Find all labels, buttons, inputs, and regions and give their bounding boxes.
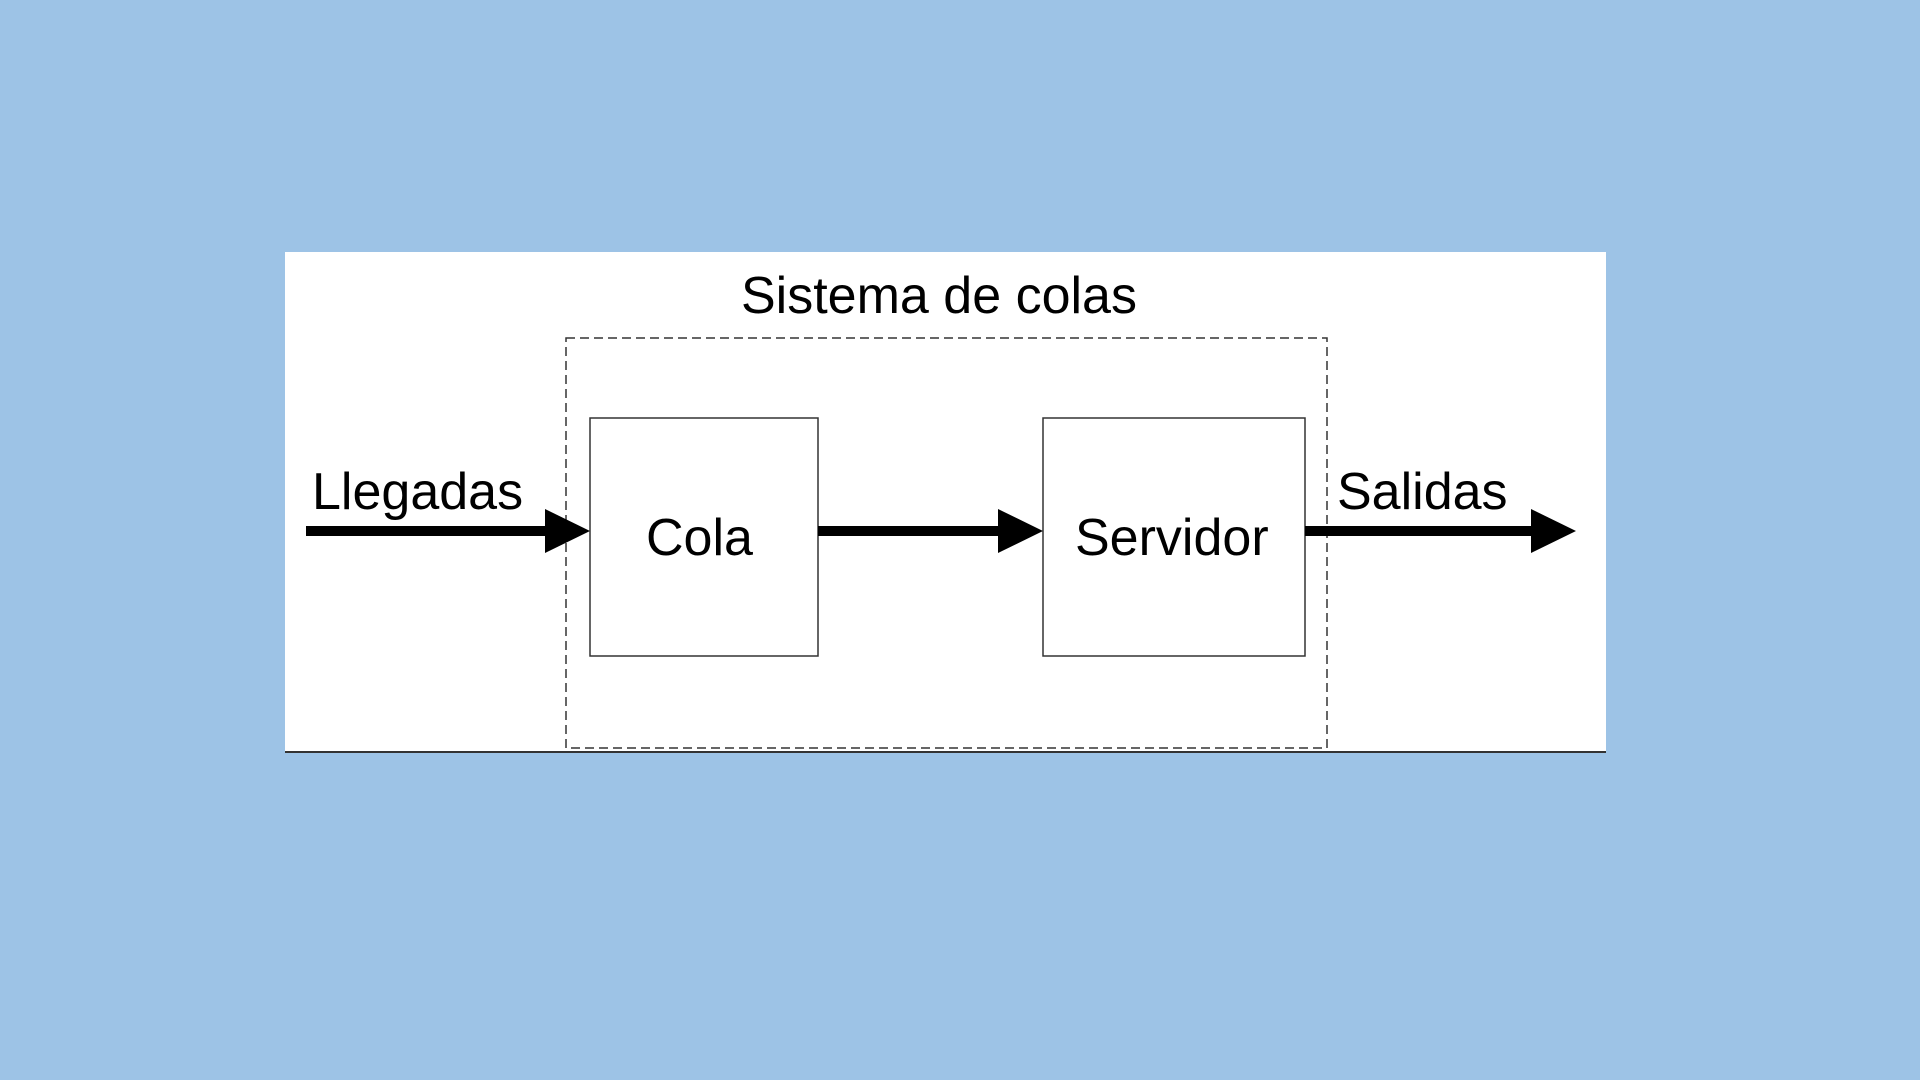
arrival-arrow — [306, 509, 590, 553]
diagram-panel — [285, 252, 1606, 753]
arrivals-label: Llegadas — [312, 463, 524, 521]
queue-system-boundary — [565, 337, 1328, 749]
server-box — [1042, 417, 1306, 657]
system-title: Sistema de colas — [741, 267, 1137, 325]
server-label: Servidor — [1075, 509, 1269, 567]
queue-to-server-arrow — [818, 509, 1043, 553]
departure-arrow — [1305, 509, 1576, 553]
queue-box — [589, 417, 819, 657]
queue-label: Cola — [646, 509, 753, 567]
departures-label: Salidas — [1337, 463, 1508, 521]
